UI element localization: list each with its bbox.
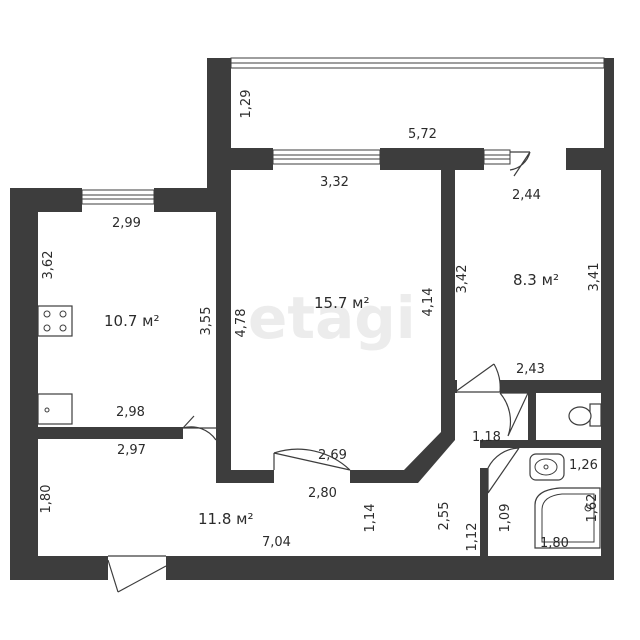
stove-icon xyxy=(37,305,73,337)
dim-balcony-depth: 1,29 xyxy=(239,90,254,119)
kitchen-area: 10.7 м² xyxy=(104,312,160,330)
dim-hall-112: 1,12 xyxy=(465,523,480,552)
bathroom-sink-icon xyxy=(529,453,565,481)
watermark: etagi xyxy=(248,284,416,352)
walls xyxy=(10,58,614,580)
dim-bedroom-left: 3,42 xyxy=(455,265,470,294)
dim-bedroom-top: 2,44 xyxy=(512,188,541,203)
bedroom-area: 8.3 м² xyxy=(513,271,559,289)
dim-bedroom-bottom: 2,43 xyxy=(516,362,545,377)
dim-balcony-length: 5,72 xyxy=(408,127,437,142)
doors xyxy=(107,151,531,593)
hall-area: 11.8 м² xyxy=(198,510,254,528)
dim-hall-length: 7,04 xyxy=(262,535,291,550)
living-area: 15.7 м² xyxy=(314,294,370,312)
kitchen-sink-icon xyxy=(37,393,73,425)
dim-living-bottom: 2,69 xyxy=(318,448,347,463)
dim-kitchen-left: 3,62 xyxy=(41,251,56,280)
windows xyxy=(81,57,605,205)
dim-living-right: 4,14 xyxy=(421,288,436,317)
living-bevel-wall xyxy=(404,392,455,483)
dim-bath-162: 1,62 xyxy=(585,494,600,523)
dim-hall-top: 2,97 xyxy=(117,443,146,458)
dim-hall-left: 1,80 xyxy=(39,485,54,514)
dim-wc-width: 1,18 xyxy=(472,430,501,445)
dim-kitchen-bottom: 2,98 xyxy=(116,405,145,420)
dim-living-top: 3,32 xyxy=(320,175,349,190)
dim-bath-top: 1,26 xyxy=(569,458,598,473)
toilet-icon xyxy=(568,403,602,427)
dim-hall-mid: 2,80 xyxy=(308,486,337,501)
dim-bath-109: 1,09 xyxy=(498,504,513,533)
dim-bath-bottom: 1,80 xyxy=(540,536,569,551)
dim-hall-255: 2,55 xyxy=(437,502,452,531)
dim-living-left: 4,78 xyxy=(234,309,249,338)
shower-icon xyxy=(534,487,601,549)
dim-bedroom-right: 3,41 xyxy=(587,263,602,292)
dim-kitchen-right: 3,55 xyxy=(199,307,214,336)
dim-hall-114: 1,14 xyxy=(363,504,378,533)
dim-kitchen-top: 2,99 xyxy=(112,216,141,231)
